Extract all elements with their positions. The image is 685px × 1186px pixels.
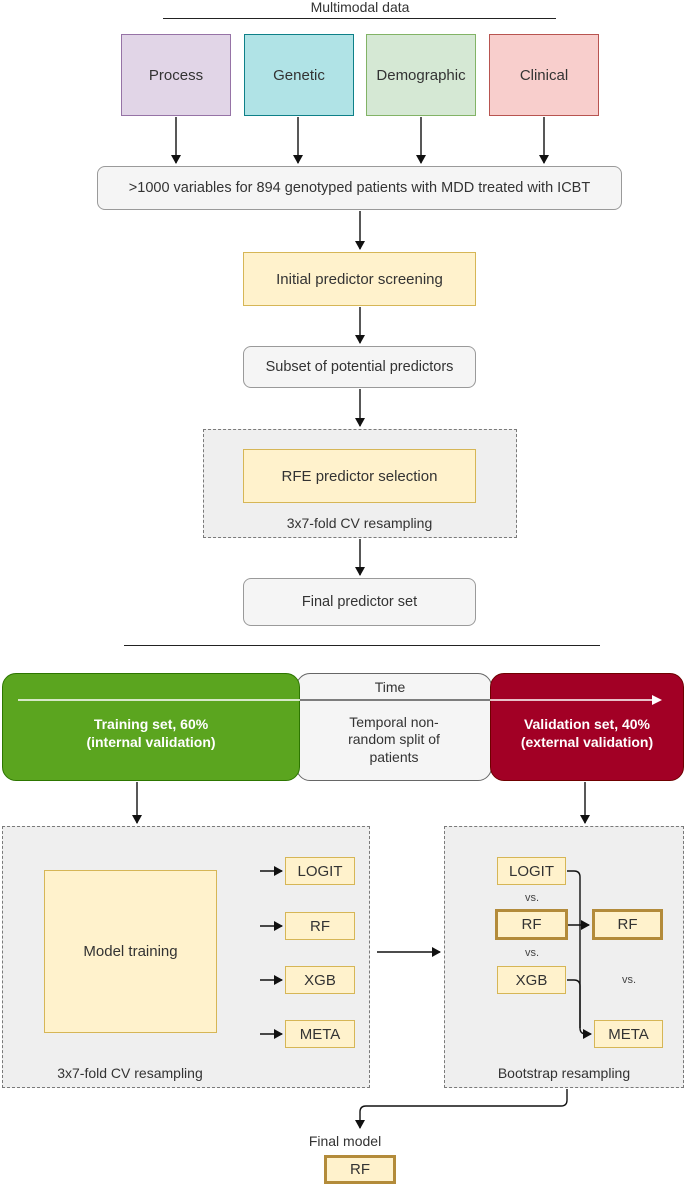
source-genetic: Genetic [244, 34, 354, 116]
train-model-logit: LOGIT [285, 857, 355, 885]
screening-box: Initial predictor screening [243, 252, 476, 306]
source-demographic: Demographic [366, 34, 476, 116]
train-model-xgb: XGB [285, 966, 355, 994]
vs-label-1: vs. [524, 892, 540, 904]
middle-split-box [296, 673, 492, 781]
validation-set-box: Validation set, 40% (external validation… [490, 673, 684, 781]
header-rule [163, 18, 556, 19]
training-set-box: Training set, 60% (internal validation) [2, 673, 300, 781]
subset-box: Subset of potential predictors [243, 346, 476, 388]
source-clinical: Clinical [489, 34, 599, 116]
rfe-resampling-label: 3x7-fold CV resampling [286, 515, 433, 531]
bootstrap-resampling-label: Bootstrap resampling [497, 1065, 631, 1081]
val-model-rf: RF [495, 909, 568, 940]
val-model-logit: LOGIT [497, 857, 566, 885]
source-process: Process [121, 34, 231, 116]
train-model-rf: RF [285, 912, 355, 940]
val-model-meta: META [594, 1020, 663, 1048]
section-divider [124, 645, 600, 646]
final-model-label: Final model [308, 1133, 382, 1149]
val-model-xgb: XGB [497, 966, 566, 994]
final-set-box: Final predictor set [243, 578, 476, 626]
arrow-to-final-model [355, 1089, 568, 1129]
training-resampling-label: 3x7-fold CV resampling [57, 1065, 203, 1081]
vs-label-2: vs. [524, 947, 540, 959]
time-label: Time [374, 679, 406, 695]
val-selected-rf: RF [592, 909, 663, 940]
vs-label-3: vs. [621, 974, 637, 986]
train-model-meta: META [285, 1020, 355, 1048]
rfe-box: RFE predictor selection [243, 449, 476, 503]
variables-box: >1000 variables for 894 genotyped patien… [97, 166, 622, 210]
model-training-box: Model training [44, 870, 217, 1033]
split-label: Temporal non- random split of patients [348, 713, 440, 765]
diagram-header: Multimodal data [260, 0, 460, 16]
final-model-rf: RF [324, 1155, 396, 1184]
